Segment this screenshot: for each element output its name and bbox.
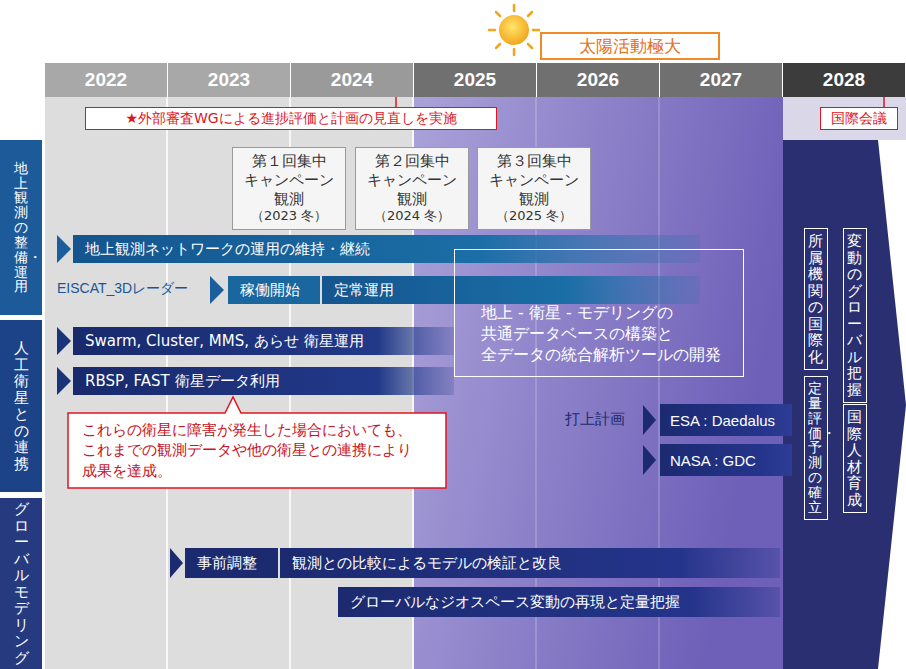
review-note-box: ★外部審査WGによる進捗評価と計画の見直しを実施	[85, 107, 497, 130]
year-header: 2025	[414, 63, 536, 97]
conference-box: 国際会議	[820, 107, 898, 130]
campaign-box: 第２回集中 キャンペーン 観測（2024 冬）	[355, 147, 469, 230]
database-box: 地上 - 衛星 - モデリングの 共通データベースの構築と 全データの統合解析ツ…	[454, 249, 744, 377]
solar-max-box: 太陽活動極大	[540, 32, 720, 60]
box-text: 国際会議	[831, 110, 887, 128]
box-text: 2026	[577, 69, 619, 91]
box-text: 人工衛星との連携	[14, 340, 29, 472]
year-header: 2028	[783, 63, 905, 97]
box-text: 地上観測の整備・運用	[14, 161, 28, 295]
box-text: 2028	[823, 69, 865, 91]
task-bar: Swarm, Cluster, MMS, あらせ 衛星運用	[73, 327, 454, 355]
box-text: RBSP, FAST 衛星データ利用	[85, 372, 280, 391]
box-text: 国際人材育成	[847, 409, 862, 508]
box-text: ★外部審査WGによる進捗評価と計画の見直しを実施	[125, 110, 456, 128]
year-header: 2027	[660, 63, 782, 97]
box-text: グローバルモデリング	[14, 501, 29, 666]
box-text: （2024 冬）	[358, 208, 466, 224]
box-text: 定量評価・予測の確立	[808, 381, 822, 515]
year-header: 2024	[291, 63, 413, 97]
box-text: 2022	[85, 69, 127, 91]
year-header: 2022	[45, 63, 167, 97]
box-text: 所属機関の国際化	[808, 233, 823, 365]
box-text: グローバルなジオスペース変動の再現と定量把握	[350, 593, 680, 612]
box-text: （2025 冬）	[480, 208, 588, 224]
box-text: 第１回集中 キャンペーン 観測	[235, 152, 343, 208]
box-text: Swarm, Cluster, MMS, あらせ 衛星運用	[85, 332, 364, 351]
goal-box: 所属機関の国際化	[804, 228, 828, 370]
box-text: ESA : Daedalus	[670, 412, 775, 429]
box-text: 事前調整	[197, 554, 257, 573]
goal-box: 変動のグローバル把握	[843, 228, 867, 403]
plan-label: 打上計画	[565, 410, 625, 429]
task-bar: グローバルなジオスペース変動の再現と定量把握	[338, 587, 780, 617]
box-text: 地上観測ネットワークの運用の維持・継続	[85, 240, 370, 259]
device-label: EISCAT_3Dレーダー	[57, 280, 188, 298]
goal-box: 定量評価・予測の確立	[804, 376, 828, 520]
year-header: 2026	[537, 63, 659, 97]
task-bar: RBSP, FAST 衛星データ利用	[73, 367, 454, 395]
year-header: 2023	[168, 63, 290, 97]
callout-box: これらの衛星に障害が発生した場合においても、 これまでの観測データや他の衛星との…	[68, 413, 446, 488]
category-band: グローバルモデリング	[0, 498, 42, 669]
campaign-box: 第１回集中 キャンペーン 観測（2023 冬）	[232, 147, 346, 230]
mission-box: ESA : Daedalus	[660, 404, 792, 436]
box-text: これらの衛星に障害が発生した場合においても、 これまでの観測データや他の衛星との…	[82, 420, 432, 481]
category-band: 人工衛星との連携	[0, 320, 42, 492]
box-text: 2027	[700, 69, 742, 91]
task-bar: 観測との比較によるモデルの検証と改良	[280, 548, 780, 578]
box-text: 変動のグローバル把握	[847, 233, 862, 398]
box-text: 定常運用	[334, 281, 394, 300]
box-text: 地上 - 衛星 - モデリングの 共通データベースの構築と 全データの統合解析ツ…	[481, 303, 733, 365]
task-bar: 事前調整	[185, 548, 278, 578]
box-text: 稼働開始	[240, 281, 300, 300]
box-text: 太陽活動極大	[579, 35, 681, 58]
campaign-box: 第３回集中 キャンペーン 観測（2025 冬）	[477, 147, 591, 230]
box-text: 第２回集中 キャンペーン 観測	[358, 152, 466, 208]
box-text: 観測との比較によるモデルの検証と改良	[292, 554, 562, 573]
goal-box: 国際人材育成	[843, 404, 867, 513]
box-text: （2023 冬）	[235, 208, 343, 224]
task-bar: 稼働開始	[228, 276, 320, 304]
box-text: NASA : GDC	[670, 452, 756, 469]
box-text: 2023	[208, 69, 250, 91]
box-text: 2024	[331, 69, 373, 91]
box-text: 2025	[454, 69, 496, 91]
task-bar: 定常運用	[322, 276, 700, 304]
mission-box: NASA : GDC	[660, 444, 792, 476]
box-text: 第３回集中 キャンペーン 観測	[480, 152, 588, 208]
category-band: 地上観測の整備・運用	[0, 140, 42, 315]
